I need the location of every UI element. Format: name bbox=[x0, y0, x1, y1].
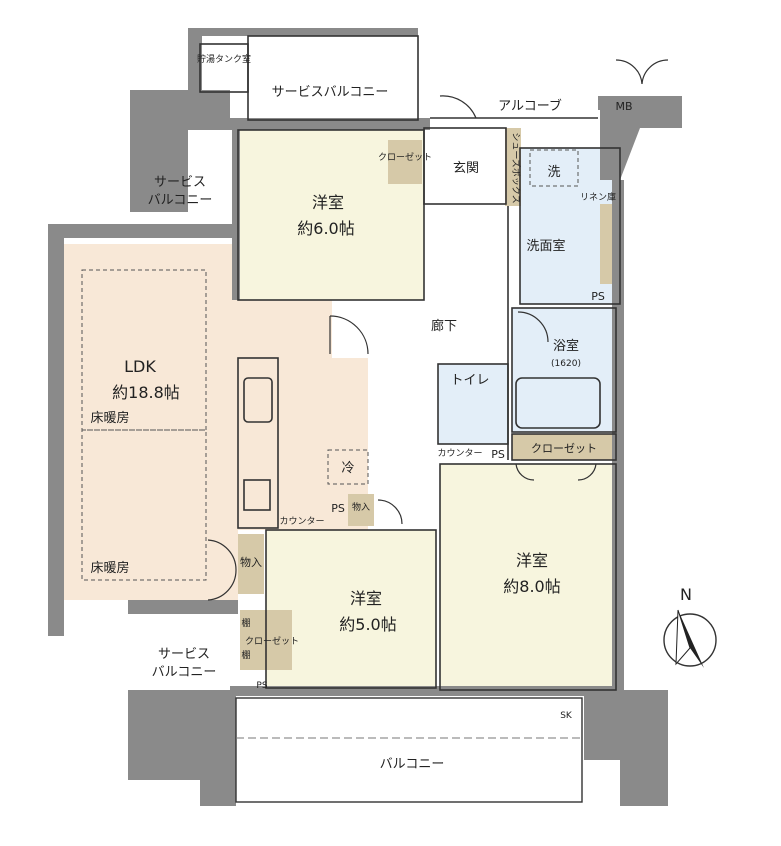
storage2-label: 物入 bbox=[240, 555, 262, 569]
storage1-label: 物入 bbox=[352, 501, 370, 513]
floor-heating-zones bbox=[81, 149, 579, 581]
shelf2-label: 棚 bbox=[241, 649, 250, 661]
north-label: N bbox=[680, 585, 692, 604]
floor-heating-label-2: 床暖房 bbox=[90, 560, 129, 576]
closet-small-label: クローゼット bbox=[378, 151, 432, 163]
storage2-floor bbox=[238, 534, 264, 594]
washer-label: 洗 bbox=[547, 165, 560, 180]
walls bbox=[48, 28, 682, 806]
service-balcony-left-label-1: サービス bbox=[154, 175, 206, 190]
storage1-floor bbox=[348, 494, 374, 526]
bath-size-label: (1620) bbox=[551, 359, 581, 369]
balcony-label: バルコニー bbox=[380, 757, 445, 772]
bath-label: 浴室 bbox=[553, 338, 579, 354]
entrance-label: 玄関 bbox=[453, 161, 479, 176]
service-balcony-left-label-2: バルコニー bbox=[148, 193, 213, 208]
closet3-floor bbox=[512, 434, 616, 460]
ps-kitchen-label: PS bbox=[331, 502, 345, 515]
ldk-floor bbox=[62, 244, 238, 600]
bedroom1-size: 約6.0帖 bbox=[297, 219, 354, 238]
ldk-size: 約18.8帖 bbox=[112, 383, 180, 402]
bedroom1-name: 洋室 bbox=[312, 193, 344, 212]
alcove-label: アルコーブ bbox=[498, 98, 562, 114]
interior-walls bbox=[199, 35, 621, 691]
ldk-floor-ext bbox=[238, 300, 332, 358]
bedroom3-name: 洋室 bbox=[516, 551, 548, 570]
closet-bed2-label: クローゼット bbox=[245, 635, 299, 647]
floor-heating-label-1: 床暖房 bbox=[90, 410, 129, 426]
shoes-box-floor bbox=[505, 128, 521, 206]
corridor-label: 廊下 bbox=[431, 318, 457, 334]
mb-label: MB bbox=[615, 100, 632, 113]
service-balcony-top-label: サービスバルコニー bbox=[272, 85, 389, 100]
north-arrow-icon: N bbox=[663, 585, 717, 668]
linen-label: リネン庫 bbox=[580, 191, 616, 203]
ps-wash-label: PS bbox=[591, 290, 605, 303]
service-balcony-bottom-label-1: サービス bbox=[158, 647, 210, 662]
bedroom2-size: 約5.0帖 bbox=[339, 615, 396, 634]
bedroom2-name: 洋室 bbox=[350, 589, 382, 608]
closet-bed3-label: クローゼット bbox=[531, 442, 597, 455]
counter-kitchen-label: カウンター bbox=[279, 516, 324, 527]
shoes-box-label: シューズボックス bbox=[510, 132, 522, 203]
fridge-label: 冷 bbox=[341, 461, 354, 476]
washroom-label: 洗面室 bbox=[526, 238, 565, 254]
closet1-floor bbox=[388, 140, 422, 184]
toilet-label: トイレ bbox=[450, 373, 489, 388]
sk-label: SK bbox=[560, 711, 573, 721]
counter-toilet-label: カウンター bbox=[437, 448, 482, 459]
toilet-floor bbox=[438, 364, 508, 444]
shelf1-label: 棚 bbox=[241, 617, 250, 629]
door-swings bbox=[207, 59, 669, 601]
bedroom2-floor bbox=[266, 530, 436, 690]
ps-bottom-label: PS bbox=[256, 681, 267, 691]
ps-toilet-label: PS bbox=[491, 448, 505, 461]
ldk-name: LDK bbox=[124, 357, 156, 376]
bedroom3-floor bbox=[440, 464, 616, 690]
kitchen-floor bbox=[238, 358, 368, 530]
service-balcony-bottom-label-2: バルコニー bbox=[152, 665, 217, 680]
bedroom3-size: 約8.0帖 bbox=[503, 577, 560, 596]
bath-floor bbox=[512, 308, 616, 432]
balcony-area bbox=[235, 697, 583, 803]
tank-room-label: 貯湯タンク室 bbox=[197, 53, 251, 65]
